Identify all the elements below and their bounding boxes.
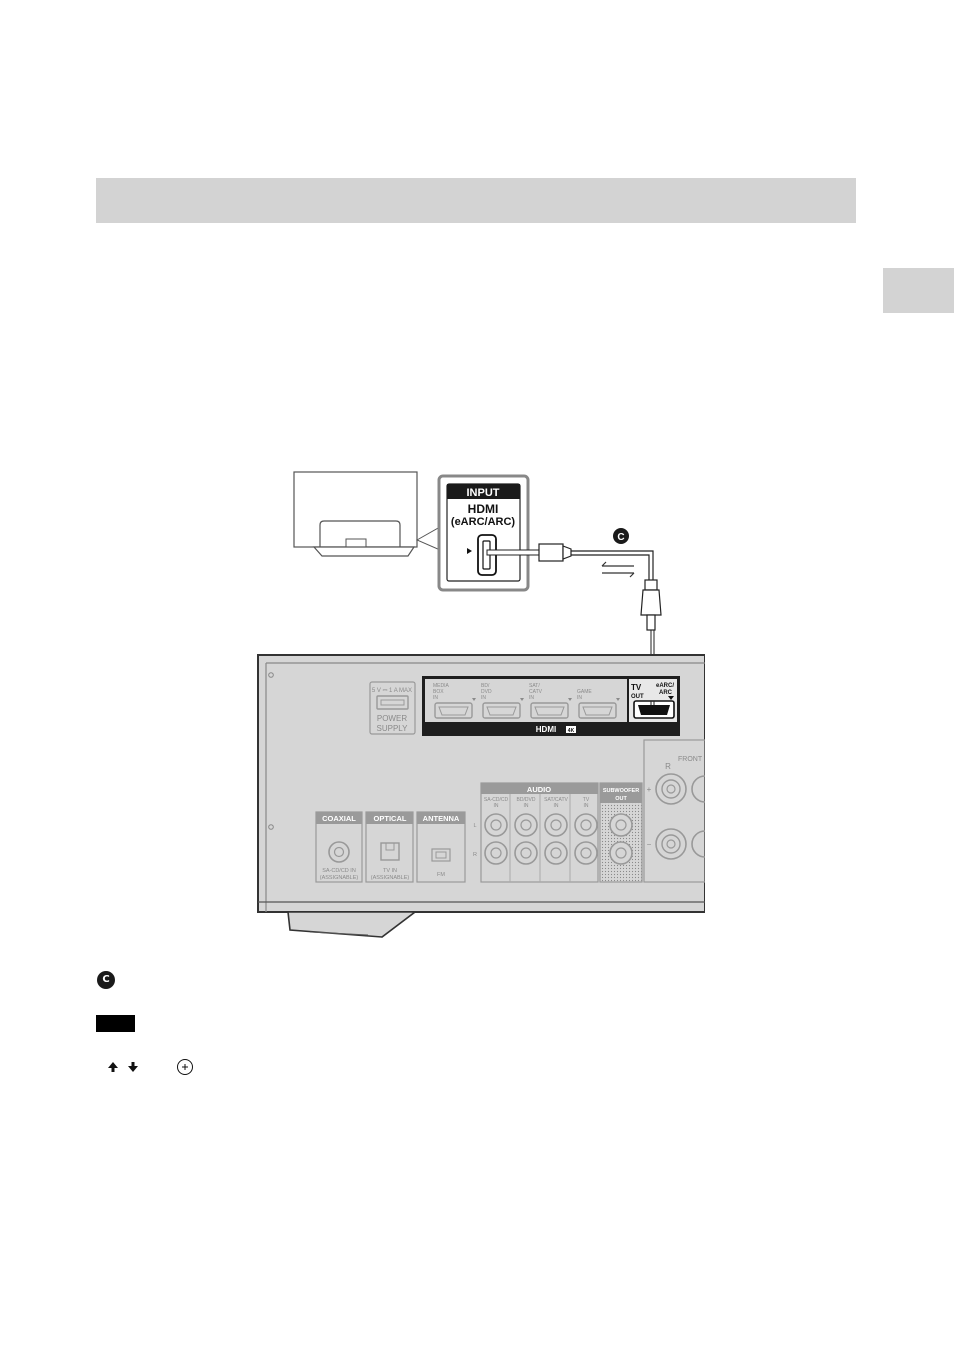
section-header-bar	[96, 178, 856, 223]
svg-text:OUT: OUT	[615, 796, 627, 802]
svg-text:BOX: BOX	[433, 689, 444, 695]
svg-text:IN: IN	[584, 803, 589, 809]
arrow-up-icon	[108, 1062, 118, 1072]
svg-text:CATV: CATV	[529, 689, 543, 695]
svg-text:SA-CD/CD IN: SA-CD/CD IN	[322, 868, 356, 874]
bidirectional-signal-icon	[601, 561, 635, 578]
svg-text:SUPPLY: SUPPLY	[377, 724, 409, 733]
svg-text:5 V ⎓ 1 A MAX: 5 V ⎓ 1 A MAX	[372, 688, 412, 694]
svg-text:L: L	[473, 823, 476, 829]
svg-text:FM: FM	[437, 872, 445, 878]
svg-text:(ASSIGNABLE): (ASSIGNABLE)	[320, 875, 359, 881]
svg-text:ANTENNA: ANTENNA	[423, 814, 460, 823]
svg-text:TV IN: TV IN	[383, 868, 397, 874]
usb-power-supply: 5 V ⎓ 1 A MAX POWER SUPPLY	[369, 681, 416, 735]
svg-text:(ASSIGNABLE): (ASSIGNABLE)	[371, 875, 410, 881]
svg-text:IN: IN	[554, 803, 559, 809]
svg-text:IN: IN	[481, 695, 486, 701]
digital-inputs: COAXIAL SA-CD/CD IN (ASSIGNABLE) OPTICAL…	[315, 811, 466, 883]
svg-text:IN: IN	[494, 803, 499, 809]
cable-c-marker: C	[613, 528, 629, 544]
svg-text:SA-CD/CD: SA-CD/CD	[484, 797, 509, 803]
svg-text:POWER: POWER	[377, 714, 407, 723]
svg-text:IN: IN	[529, 695, 534, 701]
svg-text:eARC/: eARC/	[656, 683, 674, 689]
svg-text:OPTICAL: OPTICAL	[374, 814, 407, 823]
subwoofer-out: SUBWOOFER OUT	[599, 782, 643, 883]
svg-text:IN: IN	[433, 695, 438, 701]
svg-text:SUBWOOFER: SUBWOOFER	[603, 788, 639, 794]
svg-text:HDMI: HDMI	[536, 725, 556, 734]
svg-text:GAME: GAME	[577, 689, 592, 695]
note-badge	[96, 1015, 135, 1032]
port-arrow-icon	[467, 548, 472, 554]
hdmi-out-label: TV	[631, 683, 642, 692]
arrow-down-icon	[128, 1062, 138, 1072]
svg-text:BD/: BD/	[481, 683, 490, 689]
svg-text:SAT/: SAT/	[529, 683, 540, 689]
svg-text:COAXIAL: COAXIAL	[322, 814, 356, 823]
chapter-side-tab	[883, 268, 954, 313]
front-speaker-terminals: FRONT R + −	[643, 739, 705, 883]
legend-c-marker: C	[97, 971, 115, 989]
svg-text:ARC: ARC	[659, 690, 673, 696]
svg-text:BD/DVD: BD/DVD	[517, 797, 536, 803]
svg-text:OUT: OUT	[631, 694, 644, 700]
tv-port-title: HDMI	[468, 502, 499, 516]
tv-port-subtitle: (eARC/ARC)	[451, 516, 516, 528]
enter-icon	[177, 1059, 193, 1075]
svg-text:FRONT: FRONT	[678, 756, 703, 763]
svg-text:IN: IN	[524, 803, 529, 809]
svg-text:R: R	[473, 852, 477, 858]
svg-text:SAT/CATV: SAT/CATV	[544, 797, 568, 803]
svg-text:−: −	[647, 840, 652, 849]
svg-text:C: C	[617, 532, 624, 543]
hdmi-cable	[486, 543, 662, 705]
svg-text:TV: TV	[583, 797, 590, 803]
svg-text:R: R	[665, 762, 671, 771]
svg-text:DVD: DVD	[481, 689, 492, 695]
connection-diagram: INPUT HDMI (eARC/ARC) C 5 V	[250, 465, 705, 945]
svg-text:MEDIA: MEDIA	[433, 683, 450, 689]
svg-text:AUDIO: AUDIO	[527, 785, 551, 794]
tv-input-header: INPUT	[467, 487, 500, 499]
tv-illustration	[293, 471, 441, 557]
svg-text:4K: 4K	[568, 728, 575, 734]
tv-hdmi-input-callout: INPUT HDMI (eARC/ARC)	[437, 474, 530, 592]
svg-text:+: +	[647, 785, 652, 794]
svg-text:IN: IN	[577, 695, 582, 701]
